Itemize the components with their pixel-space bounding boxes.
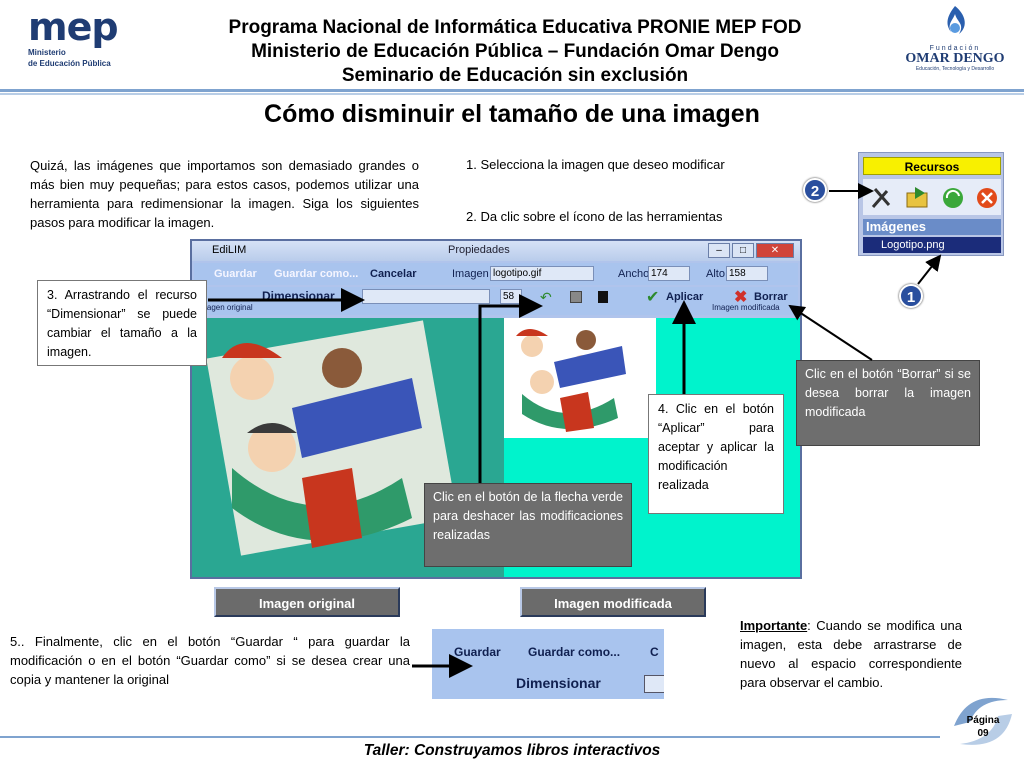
arrow-borrar xyxy=(788,304,873,361)
imagen-original-caption: Imagen original xyxy=(198,303,253,312)
ancho-field[interactable]: 174 xyxy=(648,266,690,281)
mep-logo: mep Ministerio de Educación Pública xyxy=(28,8,138,70)
callout-dimensionar: 3. Arrastrando el recurso “Dimensionar” … xyxy=(37,280,207,366)
swirl-icon xyxy=(954,697,1012,745)
folder-arrow-icon[interactable] xyxy=(906,187,928,208)
page-title: Cómo disminuir el tamaño de una imagen xyxy=(264,100,760,128)
recursos-panel: Recursos Imágenes Logotipo.png xyxy=(858,152,1004,256)
recursos-title: Recursos xyxy=(863,157,1001,175)
label-imagen-modificada: Imagen modificada xyxy=(520,587,706,617)
window-titlebar: EdiLIM Propiedades – □ ✕ xyxy=(192,241,800,261)
fod-logo-name: OMAR DENGO xyxy=(905,51,1005,66)
guardar-button[interactable]: Guardar xyxy=(214,268,257,280)
ancho-label: Ancho xyxy=(618,268,650,280)
callout-aplicar-text: 4. Clic en el botón “Aplicar” para acept… xyxy=(658,402,774,492)
importante-label: Importante xyxy=(740,618,808,633)
label-imagen-original: Imagen original xyxy=(214,587,400,617)
crop-dimensionar: Dimensionar xyxy=(516,675,601,691)
callout-borrar: Clic en el botón “Borrar” si se desea bo… xyxy=(796,360,980,446)
refresh-icon[interactable] xyxy=(943,188,963,208)
recursos-item-logotipo[interactable]: Logotipo.png xyxy=(863,237,1001,253)
flame-icon xyxy=(947,6,965,34)
crop-slider-field xyxy=(644,675,664,693)
borrar-x-icon: ✖ xyxy=(734,289,748,306)
recursos-imagenes-header: Imágenes xyxy=(863,219,1001,235)
close-window-icon[interactable]: ✕ xyxy=(756,243,794,258)
fod-logo-tagline: Educación, Tecnología y Desarrollo xyxy=(915,66,995,72)
alto-label: Alto xyxy=(706,268,725,280)
recursos-toolbar xyxy=(863,179,1001,215)
page-number: 09 xyxy=(977,728,989,739)
original-image-area xyxy=(192,318,504,577)
imagen-modificada-caption: Imagen modificada xyxy=(712,303,780,312)
header-line-1: Programa Nacional de Informática Educati… xyxy=(228,17,802,38)
header-rule xyxy=(0,89,1024,92)
importante-note: Importante: Cuando se modifica una image… xyxy=(740,616,962,692)
callout-flecha: Clic en el botón de la flecha verde para… xyxy=(424,483,632,567)
footer-rule xyxy=(0,736,940,738)
fod-logo-fundacion: Fundación xyxy=(929,45,981,52)
step-1: 1. Selecciona la imagen que deseo modifi… xyxy=(466,157,725,172)
alto-field[interactable]: 158 xyxy=(726,266,768,281)
window-dialog-title: Propiedades xyxy=(448,244,510,256)
check-icon: ✔ xyxy=(646,289,660,306)
step-2: 2. Da clic sobre el ícono de las herrami… xyxy=(466,209,723,224)
badge-2: 2 xyxy=(803,178,827,202)
guardar-como-button[interactable]: Guardar como... xyxy=(274,268,359,280)
imagen-label: Imagen xyxy=(452,268,489,280)
borrar-button[interactable]: Borrar xyxy=(754,291,788,303)
minimize-icon[interactable]: – xyxy=(708,243,730,258)
header-line-2: Ministerio de Educación Pública – Fundac… xyxy=(251,41,779,62)
mep-logo-sub1: Ministerio xyxy=(28,48,66,57)
cancelar-button[interactable]: Cancelar xyxy=(370,268,417,280)
header-rule-light xyxy=(0,93,1024,95)
imagen-field[interactable]: logotipo.gif xyxy=(490,266,594,281)
step-5: 5.. Finalmente, clic en el botón “Guarda… xyxy=(10,634,410,687)
importante-text: : Cuando se modifica una imagen, esta de… xyxy=(740,618,962,690)
close-icon[interactable] xyxy=(977,188,997,208)
toolbar-top: Guardar Guardar como... Cancelar Imagen … xyxy=(194,263,798,285)
intro-paragraph: Quizá, las imágenes que importamos son d… xyxy=(30,158,419,230)
fod-logo: Fundación OMAR DENGO Educación, Tecnolog… xyxy=(900,4,1010,76)
callout-borrar-text: Clic en el botón “Borrar” si se desea bo… xyxy=(805,367,971,419)
page-label: Página xyxy=(966,715,1000,726)
undo-arrow-icon[interactable]: ↶ xyxy=(540,289,552,305)
arrow-badge1 xyxy=(917,254,942,285)
page-badge: Página 09 xyxy=(948,686,1018,754)
header-line-3: Seminario de Educación sin exclusión xyxy=(341,65,689,86)
crop-c: C xyxy=(650,645,659,659)
callout-flecha-text: Clic en el botón de la flecha verde para… xyxy=(433,490,623,542)
maximize-icon[interactable]: □ xyxy=(732,243,754,258)
footer-title: Taller: Construyamos libros interactivos xyxy=(363,742,661,759)
stop-icon[interactable] xyxy=(570,291,582,303)
mep-logo-sub2: de Educación Pública xyxy=(28,59,111,68)
children-illustration-modified xyxy=(516,329,626,432)
callout-dimensionar-text: 3. Arrastrando el recurso “Dimensionar” … xyxy=(47,288,197,359)
info-icon[interactable] xyxy=(598,291,608,303)
callout-aplicar: 4. Clic en el botón “Aplicar” para acept… xyxy=(648,394,784,514)
mep-logo-word: mep xyxy=(28,5,119,49)
arrow-flecha xyxy=(478,294,543,483)
children-illustration-original xyxy=(206,320,458,556)
badge-1: 1 xyxy=(899,284,923,308)
modified-image xyxy=(504,318,656,438)
tools-icon[interactable] xyxy=(871,188,891,208)
crop-guardar-como: Guardar como... xyxy=(528,645,621,659)
window-app-name: EdiLIM xyxy=(212,244,247,256)
